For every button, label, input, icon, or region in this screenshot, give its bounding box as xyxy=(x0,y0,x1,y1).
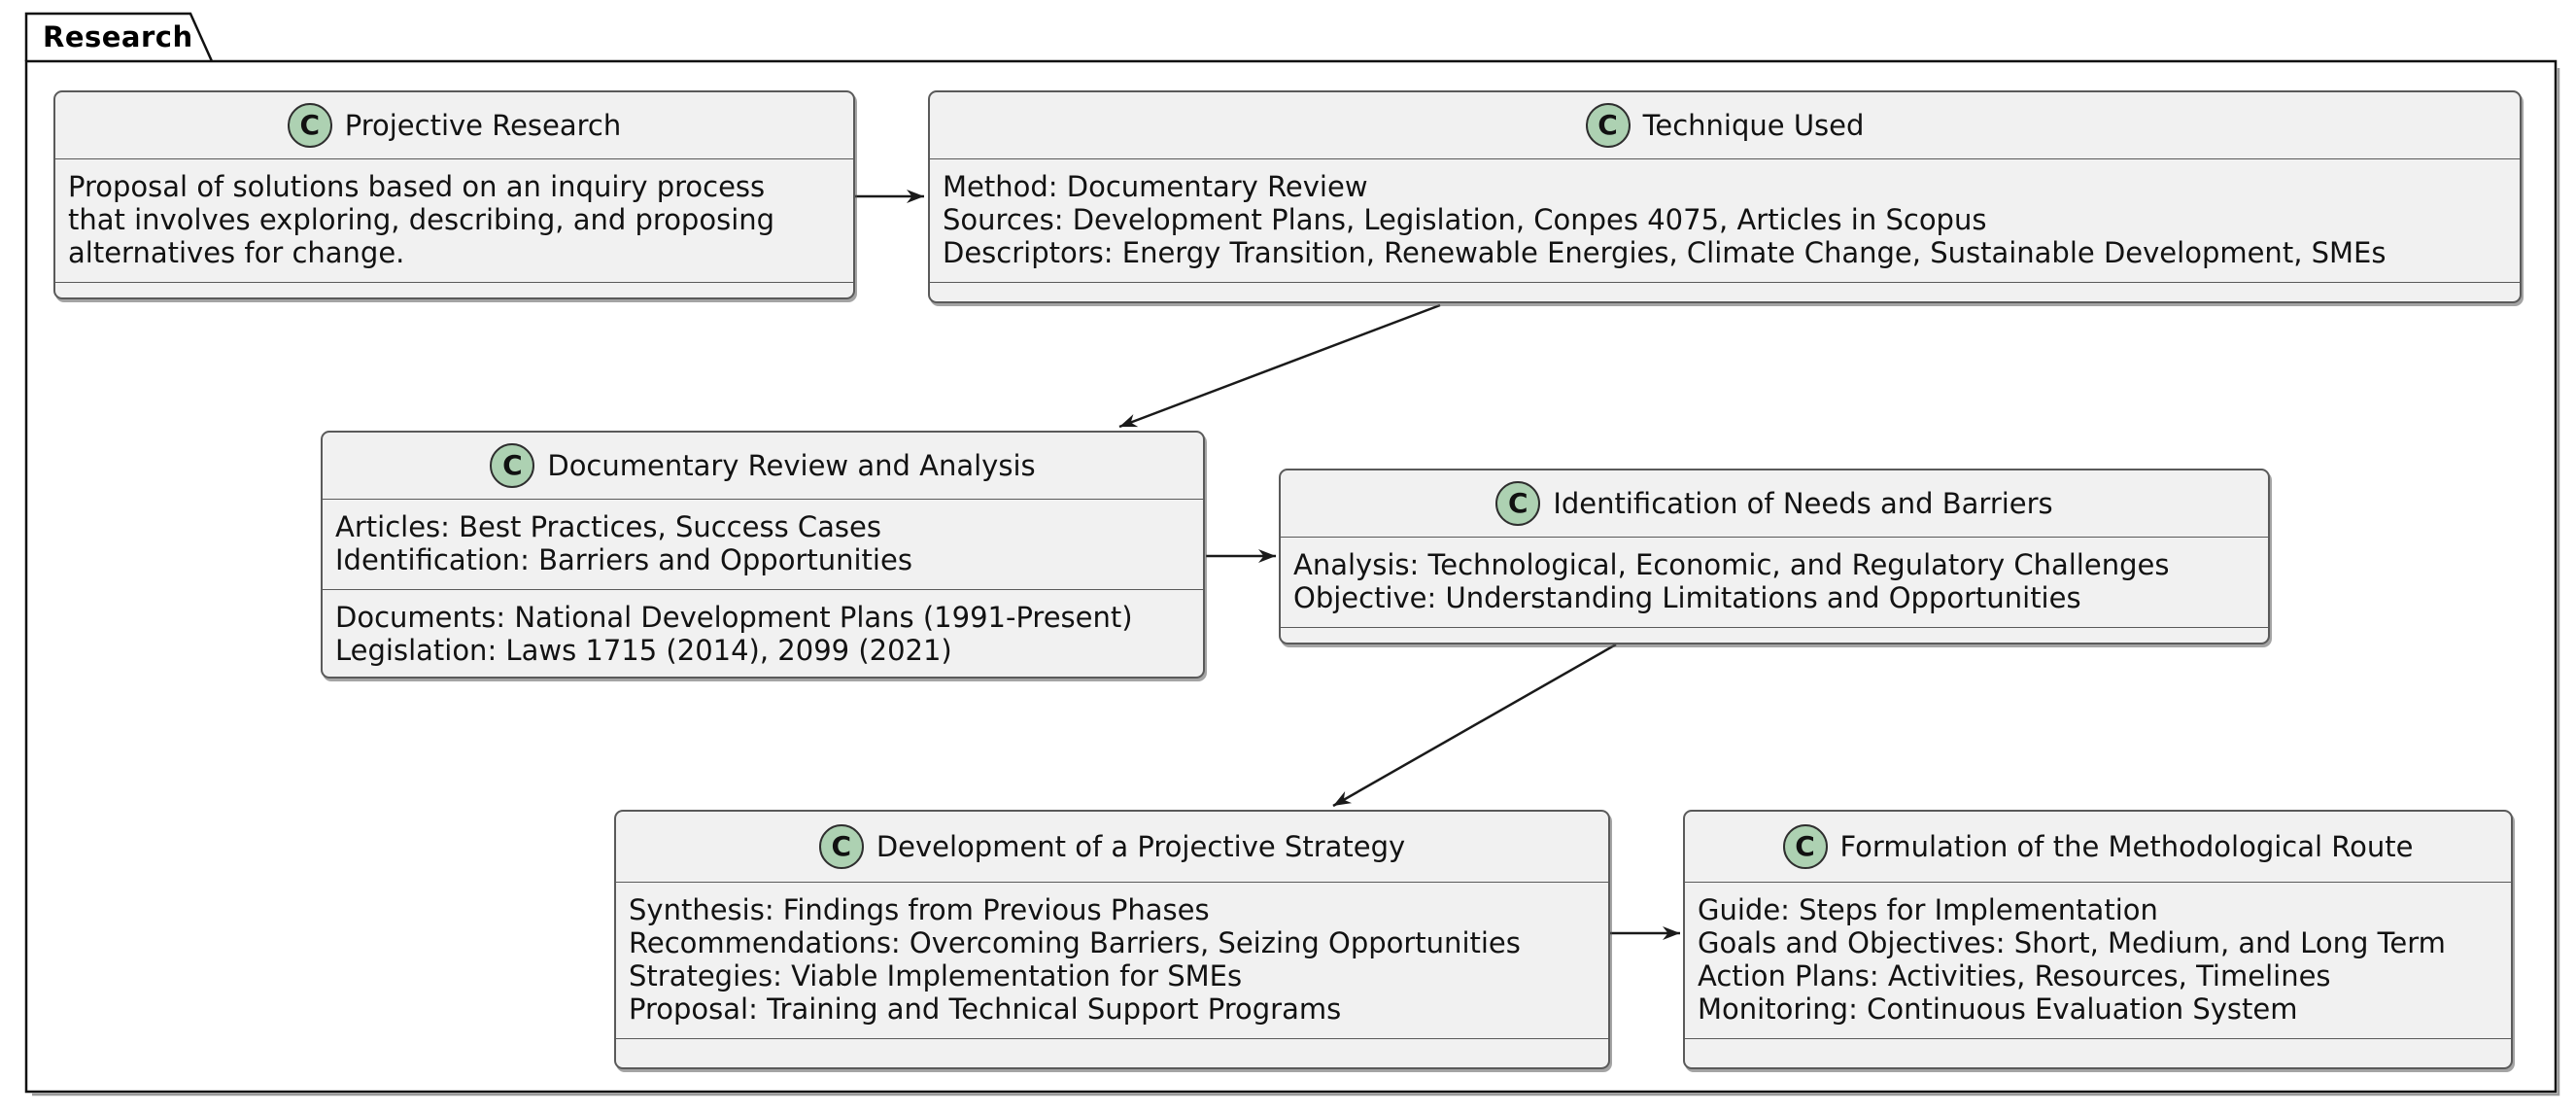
member-line: Descriptors: Energy Transition, Renewabl… xyxy=(943,236,2387,269)
member-line: Guide: Steps for Implementation xyxy=(1698,893,2158,926)
class-title-row: C Formulation of the Methodological Rout… xyxy=(1685,812,2511,882)
class-box-formulation-of-the-methodological-route: C Formulation of the Methodological Rout… xyxy=(1683,810,2513,1069)
member-line: Synthesis: Findings from Previous Phases xyxy=(629,893,1210,926)
class-icon-letter: C xyxy=(299,109,321,141)
member-line: Objective: Understanding Limitations and… xyxy=(1293,581,2081,614)
member-line: Identification: Barriers and Opportuniti… xyxy=(335,543,912,576)
class-icon-letter: C xyxy=(831,830,852,862)
class-title-row: C Identification of Needs and Barriers xyxy=(1281,470,2268,537)
empty-compartment xyxy=(1281,627,2268,643)
package-shadow xyxy=(32,68,2560,1097)
empty-compartment xyxy=(616,1038,1608,1067)
class-compartment: Guide: Steps for Implementation Goals an… xyxy=(1685,882,2511,1038)
member-line: Articles: Best Practices, Success Cases xyxy=(335,510,881,543)
class-compartment: Proposal of solutions based on an inquir… xyxy=(55,158,853,282)
class-icon: C xyxy=(1782,824,1828,869)
member-line: alternatives for change. xyxy=(68,236,405,269)
class-box-projective-research: C Projective Research Proposal of soluti… xyxy=(53,90,855,299)
class-title-row: C Development of a Projective Strategy xyxy=(616,812,1608,882)
class-title-row: C Documentary Review and Analysis xyxy=(323,433,1203,499)
class-box-technique-used: C Technique Used Method: Documentary Rev… xyxy=(928,90,2522,303)
class-compartment: Method: Documentary Review Sources: Deve… xyxy=(930,158,2520,282)
class-icon: C xyxy=(1495,481,1541,526)
arrow-identification-to-development xyxy=(1332,643,1617,808)
member-line: Goals and Objectives: Short, Medium, and… xyxy=(1698,926,2446,959)
class-icon-letter: C xyxy=(502,449,523,481)
class-title-row: C Projective Research xyxy=(55,92,853,158)
class-title: Identification of Needs and Barriers xyxy=(1553,487,2053,520)
member-line: Legislation: Laws 1715 (2014), 2099 (202… xyxy=(335,634,952,667)
class-icon: C xyxy=(1585,103,1631,148)
class-box-documentary-review-and-analysis: C Documentary Review and Analysis Articl… xyxy=(321,431,1205,679)
class-icon: C xyxy=(490,443,535,488)
member-line: Recommendations: Overcoming Barriers, Se… xyxy=(629,926,1521,959)
class-icon-letter: C xyxy=(1508,487,1528,519)
class-icon-letter: C xyxy=(1597,109,1618,141)
member-line: Action Plans: Activities, Resources, Tim… xyxy=(1698,959,2331,992)
class-title: Technique Used xyxy=(1642,109,1865,142)
member-line: Proposal: Training and Technical Support… xyxy=(629,992,1342,1026)
member-line: Proposal of solutions based on an inquir… xyxy=(68,170,766,203)
member-line: Analysis: Technological, Economic, and R… xyxy=(1293,548,2170,581)
package-border xyxy=(24,59,2558,1094)
class-icon: C xyxy=(287,103,332,148)
empty-compartment xyxy=(55,282,853,297)
class-title: Development of a Projective Strategy xyxy=(876,830,1406,863)
member-line: Sources: Development Plans, Legislation,… xyxy=(943,203,1987,236)
class-title: Documentary Review and Analysis xyxy=(547,449,1036,482)
class-compartment: Synthesis: Findings from Previous Phases… xyxy=(616,882,1608,1038)
member-line: Method: Documentary Review xyxy=(943,170,1368,203)
arrow-technique-to-documentary xyxy=(1118,303,1441,429)
class-compartment: Articles: Best Practices, Success Cases … xyxy=(323,499,1203,589)
member-line: Documents: National Development Plans (1… xyxy=(335,601,1133,634)
class-title: Projective Research xyxy=(344,109,622,142)
empty-compartment xyxy=(930,282,2520,301)
class-box-identification-of-needs-and-barriers: C Identification of Needs and Barriers A… xyxy=(1279,469,2270,644)
member-line: Strategies: Viable Implementation for SM… xyxy=(629,959,1243,992)
class-icon-letter: C xyxy=(1795,830,1815,862)
class-compartment: Documents: National Development Plans (1… xyxy=(323,589,1203,679)
member-line: that involves exploring, describing, and… xyxy=(68,203,775,236)
package-title: Research xyxy=(43,20,193,53)
class-compartment: Analysis: Technological, Economic, and R… xyxy=(1281,537,2268,627)
class-icon: C xyxy=(818,824,864,869)
class-title-row: C Technique Used xyxy=(930,92,2520,158)
member-line: Monitoring: Continuous Evaluation System xyxy=(1698,992,2298,1026)
package-tab xyxy=(24,12,214,62)
empty-compartment xyxy=(1685,1038,2511,1067)
class-title: Formulation of the Methodological Route xyxy=(1839,830,2414,863)
class-box-development-of-a-projective-strategy: C Development of a Projective Strategy S… xyxy=(614,810,1610,1069)
